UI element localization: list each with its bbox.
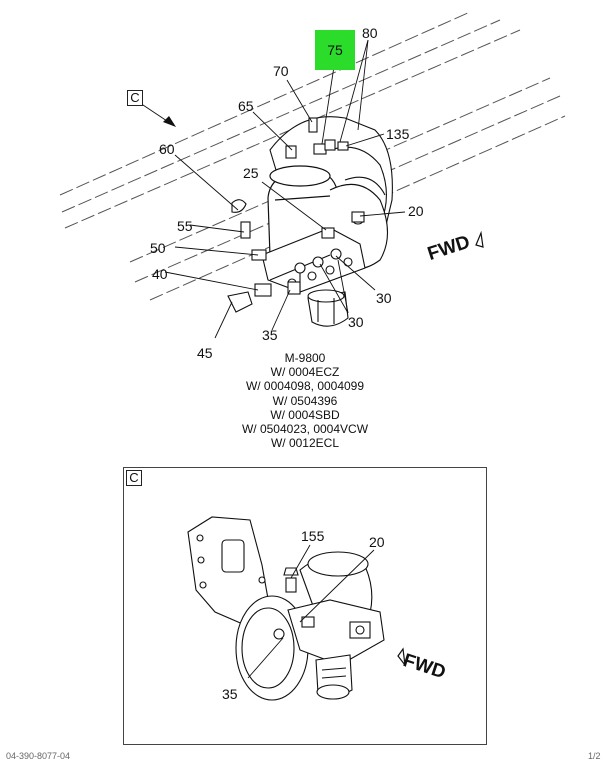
callout-45: 45: [197, 345, 213, 361]
callout-50: 50: [150, 240, 166, 256]
caption-line-5: W/ 0004SBD: [270, 407, 340, 422]
detail-callout-20: 20: [369, 534, 385, 550]
caption-line-3: W/ 0004098, 0004099: [245, 379, 365, 394]
applicability-caption: M-9800 W/ 0004ECZ W/ 0004098, 0004099 W/…: [200, 351, 410, 450]
callout-25: 25: [243, 165, 259, 181]
detail-view-frame: [123, 467, 487, 745]
leader-lines: [139, 39, 406, 339]
callout-35: 35: [262, 327, 278, 343]
detail-drawing: [187, 516, 385, 701]
callout-80: 80: [362, 25, 378, 41]
footer-drawing-number: 04-390-8077-04: [6, 751, 71, 761]
section-view-label: C: [127, 90, 143, 106]
detail-leader-lines: [247, 544, 375, 679]
top-fittings: [285, 117, 365, 239]
callout-70: 70: [273, 63, 289, 79]
detail-view-label: C: [126, 470, 142, 486]
callout-55: 55: [177, 218, 193, 234]
left-fittings: [227, 199, 301, 313]
caption-line-7: W/ 0012ECL: [270, 436, 340, 451]
callout-75-highlight: 75: [315, 30, 355, 70]
caption-line-1: M-9800: [284, 351, 326, 365]
callout-20: 20: [408, 203, 424, 219]
callout-60: 60: [159, 141, 175, 157]
fwd-arrow-main: [475, 230, 484, 248]
fwd-arrow-detail: [397, 647, 406, 668]
callout-30-right: 30: [376, 290, 392, 306]
detail-callout-155: 155: [301, 528, 325, 544]
section-arrow-head: [163, 116, 176, 127]
caption-line-6: W/ 0504023, 0004VCW: [241, 422, 369, 437]
callout-135: 135: [386, 126, 410, 142]
caption-line-2: W/ 0004ECZ: [270, 365, 340, 380]
filter-cartridge: [307, 289, 349, 327]
footer-page-number: 1/2: [588, 751, 601, 761]
callout-40: 40: [152, 266, 168, 282]
callout-65: 65: [238, 98, 254, 114]
detail-callout-35: 35: [222, 686, 238, 702]
caption-line-4: W/ 0504396: [272, 393, 338, 408]
callout-30-lower: 30: [348, 314, 364, 330]
